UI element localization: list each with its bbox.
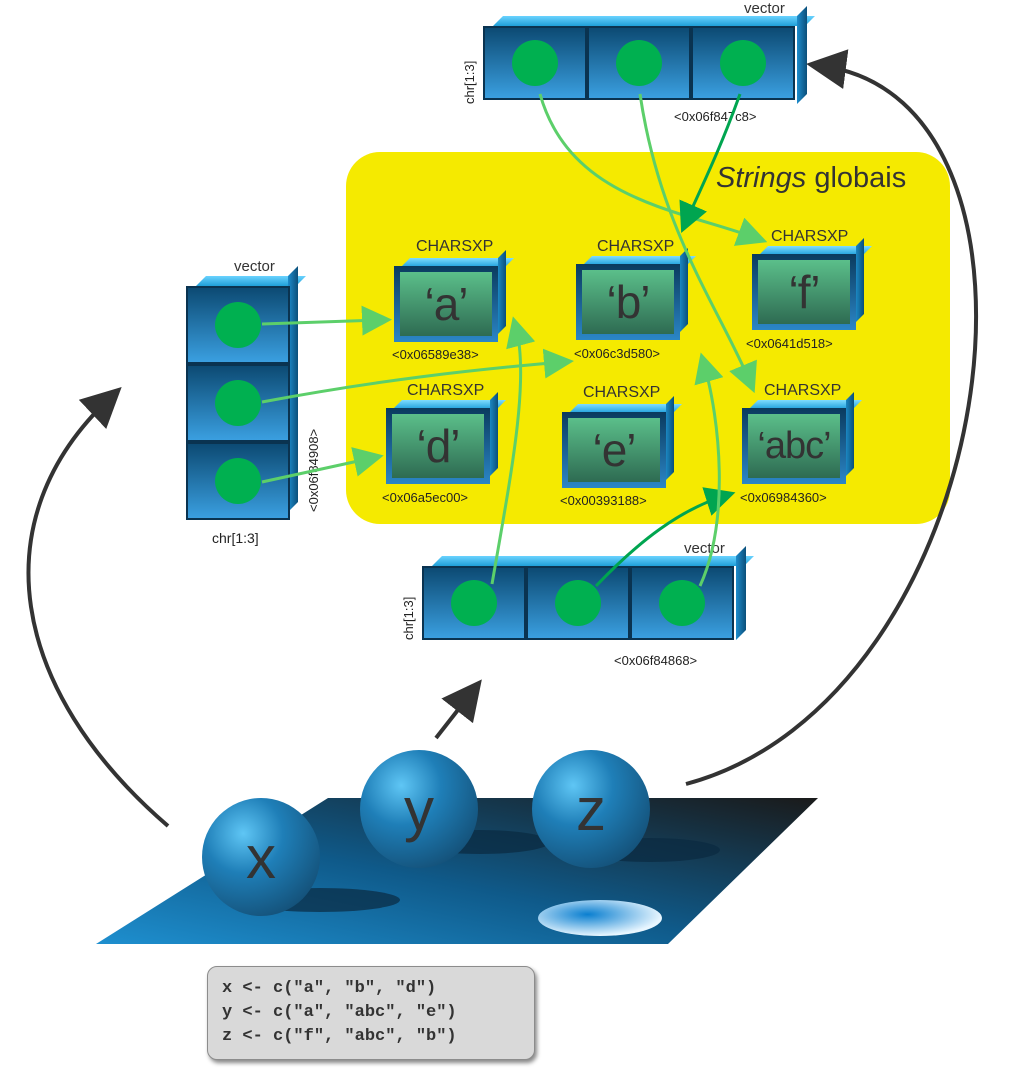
pointer-dot bbox=[451, 580, 497, 626]
pointer-dot bbox=[215, 302, 261, 348]
pointer-dot bbox=[512, 40, 558, 86]
vector-z-cell-3 bbox=[691, 26, 795, 100]
charsxp-value-f: ‘f’ bbox=[758, 260, 850, 324]
pointer-dot bbox=[215, 380, 261, 426]
arrow-x-to-vector bbox=[26, 387, 170, 828]
variable-y-ball: y bbox=[360, 750, 478, 868]
vector-y-cell-3 bbox=[630, 566, 734, 640]
charsxp-address-abc: <0x06984360> bbox=[740, 490, 827, 505]
charsxp-address-e: <0x00393188> bbox=[560, 493, 647, 508]
charsxp-label-b: CHARSXP bbox=[597, 238, 675, 255]
code-box: x <- c("a", "b", "d") y <- c("a", "abc",… bbox=[207, 966, 535, 1060]
title-rest: globais bbox=[806, 162, 907, 194]
charsxp-label-abc: CHARSXP bbox=[764, 382, 842, 399]
charsxp-label-f: CHARSXP bbox=[771, 228, 849, 245]
vector-z-cell-2 bbox=[587, 26, 691, 100]
pointer-dot bbox=[215, 458, 261, 504]
charsxp-box-abc: ‘abc’ bbox=[742, 392, 862, 484]
variable-z-label: z bbox=[576, 775, 606, 843]
vector-y-address: <0x06f84868> bbox=[614, 653, 698, 668]
charsxp-value-a: ‘a’ bbox=[400, 272, 492, 336]
pointer-dot bbox=[659, 580, 705, 626]
vector-z-label: vector bbox=[744, 0, 785, 17]
global-strings-title: Strings globais bbox=[716, 162, 906, 195]
charsxp-address-f: <0x0641d518> bbox=[746, 336, 833, 351]
variable-x-ball: x bbox=[202, 798, 320, 916]
charsxp-box-f: ‘f’ bbox=[752, 238, 872, 330]
variable-x-label: x bbox=[246, 823, 276, 891]
code-line-z: z <- c("f", "abc", "b") bbox=[222, 1027, 457, 1046]
pointer-y2-abc bbox=[594, 487, 736, 588]
variable-y-label: y bbox=[404, 775, 434, 843]
vector-z-address: <0x06f847c8> bbox=[674, 109, 757, 124]
pointer-x1-a bbox=[261, 305, 392, 336]
charsxp-value-e: ‘e’ bbox=[568, 418, 660, 482]
plane-highlight bbox=[538, 900, 662, 936]
variable-z-ball: z bbox=[532, 750, 650, 868]
pointer-x2-b bbox=[261, 348, 574, 404]
charsxp-box-a: ‘a’ bbox=[394, 250, 514, 342]
vector-y-cell-1 bbox=[422, 566, 526, 640]
code-line-y: y <- c("a", "abc", "e") bbox=[222, 1003, 457, 1022]
vector-x-type: chr[1:3] bbox=[212, 530, 259, 546]
pointer-z2-abc bbox=[638, 93, 757, 394]
pointer-y3-e bbox=[694, 352, 724, 587]
charsxp-address-d: <0x06a5ec00> bbox=[382, 490, 469, 505]
charsxp-box-b: ‘b’ bbox=[576, 248, 696, 340]
charsxp-value-d: ‘d’ bbox=[392, 414, 484, 478]
pointer-dot bbox=[720, 40, 766, 86]
title-italic: Strings bbox=[716, 162, 807, 194]
vector-z-cell-1 bbox=[483, 26, 587, 100]
pointer-x3-d bbox=[261, 447, 384, 484]
pointer-dot bbox=[616, 40, 662, 86]
code-line-x: x <- c("a", "b", "d") bbox=[222, 979, 437, 998]
vector-y-cell-2 bbox=[526, 566, 630, 640]
charsxp-label-d: CHARSXP bbox=[407, 382, 485, 399]
charsxp-address-a: <0x06589e38> bbox=[392, 347, 479, 362]
charsxp-address-b: <0x06c3d580> bbox=[574, 346, 661, 361]
arrow-y-to-vector bbox=[434, 679, 482, 740]
charsxp-value-b: ‘b’ bbox=[582, 270, 674, 334]
charsxp-label-a: CHARSXP bbox=[416, 238, 494, 255]
pointer-z3-b bbox=[679, 93, 742, 233]
arrow-z-to-vector bbox=[685, 49, 979, 786]
charsxp-box-e: ‘e’ bbox=[562, 396, 682, 488]
charsxp-value-abc: ‘abc’ bbox=[748, 414, 840, 478]
pointer-dot bbox=[555, 580, 601, 626]
charsxp-label-e: CHARSXP bbox=[583, 384, 661, 401]
charsxp-box-d: ‘d’ bbox=[386, 392, 506, 484]
pointer-z1-f bbox=[538, 93, 768, 246]
vector-x-label: vector bbox=[234, 258, 275, 275]
vector-x-cell-2 bbox=[186, 364, 290, 442]
pointer-y1-a bbox=[490, 316, 536, 585]
